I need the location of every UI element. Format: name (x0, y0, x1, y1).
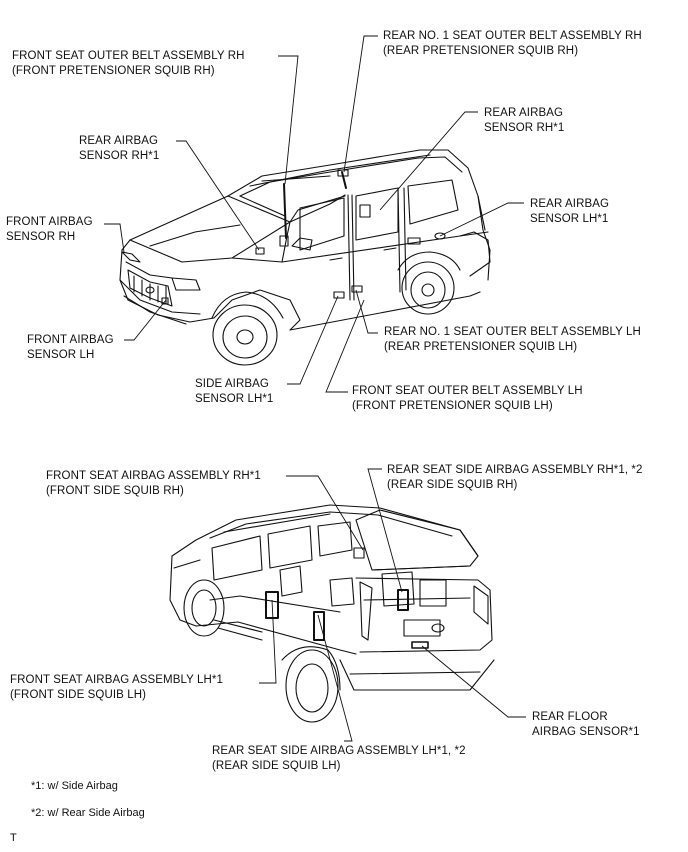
label-rear-airbag-sensor-rh-left: REAR AIRBAG SENSOR RH*1 (79, 135, 160, 162)
label-front-seat-outer-belt-lh: FRONT SEAT OUTER BELT ASSEMBLY LH (FRONT… (352, 385, 583, 412)
label-rear-seat-side-airbag-lh: REAR SEAT SIDE AIRBAG ASSEMBLY LH*1, *2 … (212, 745, 466, 772)
label-front-airbag-sensor-rh: FRONT AIRBAG SENSOR RH (6, 216, 93, 243)
label-front-airbag-sensor-lh: FRONT AIRBAG SENSOR LH (27, 334, 114, 361)
corner-mark: T (10, 832, 17, 844)
label-rear-seat-outer-belt-lh: REAR NO. 1 SEAT OUTER BELT ASSEMBLY LH (… (384, 326, 641, 353)
footnote-rear-side-airbag: *2: w/ Rear Side Airbag (31, 807, 145, 819)
footnote-side-airbag: *1: w/ Side Airbag (31, 780, 118, 792)
label-rear-airbag-sensor-lh: REAR AIRBAG SENSOR LH*1 (530, 198, 610, 225)
front-view-vehicle-outline (119, 149, 491, 366)
label-front-seat-airbag-lh: FRONT SEAT AIRBAG ASSEMBLY LH*1 (FRONT S… (10, 674, 223, 701)
label-rear-airbag-sensor-rh-right: REAR AIRBAG SENSOR RH*1 (484, 107, 565, 134)
label-rear-seat-outer-belt-rh: REAR NO. 1 SEAT OUTER BELT ASSEMBLY RH (… (383, 30, 642, 57)
label-side-airbag-sensor-lh: SIDE AIRBAG SENSOR LH*1 (195, 378, 274, 405)
label-front-seat-airbag-rh: FRONT SEAT AIRBAG ASSEMBLY RH*1 (FRONT S… (46, 470, 261, 497)
label-rear-floor-airbag-sensor: REAR FLOOR AIRBAG SENSOR*1 (532, 711, 640, 738)
label-front-seat-outer-belt-rh: FRONT SEAT OUTER BELT ASSEMBLY RH (FRONT… (12, 50, 245, 77)
label-rear-seat-side-airbag-rh: REAR SEAT SIDE AIRBAG ASSEMBLY RH*1, *2 … (387, 464, 643, 491)
leader-lines (104, 35, 526, 742)
rear-view-vehicle-outline (169, 504, 495, 723)
